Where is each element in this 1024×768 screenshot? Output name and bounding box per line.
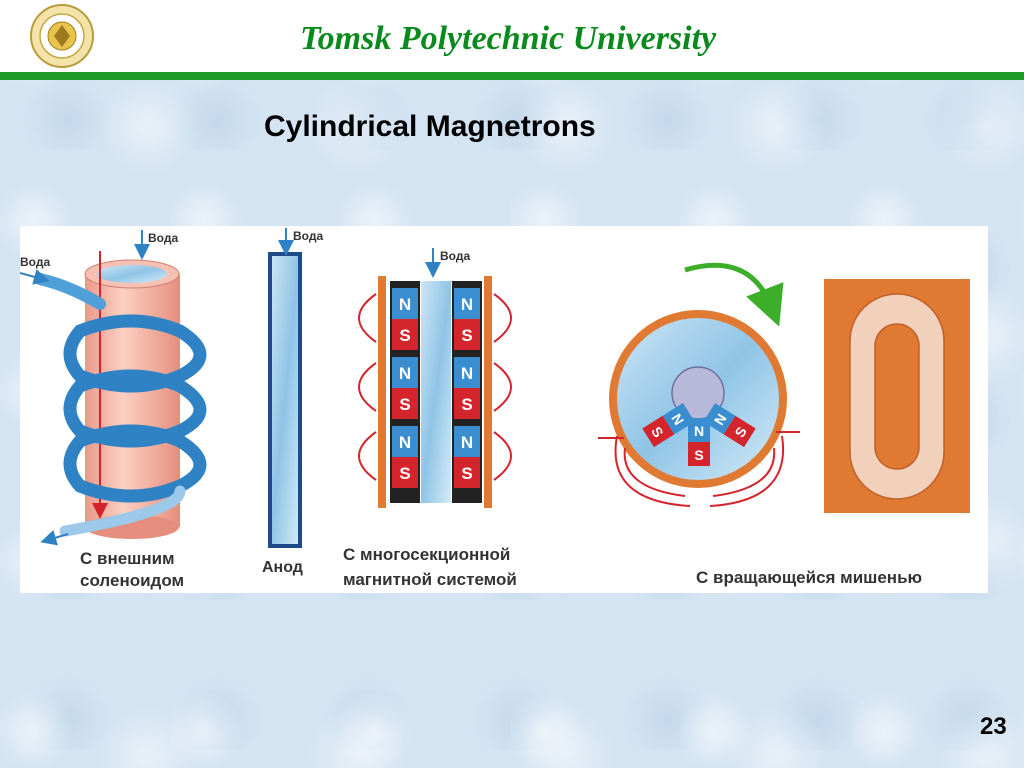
pole-n: N <box>399 364 411 383</box>
magnetron-figure: Вода Вода С внешним соленоидом Вода Анод <box>20 226 988 593</box>
magnetron-diagrams: Вода Вода С внешним соленоидом Вода Анод <box>20 228 970 590</box>
caption-multisection-line2: магнитной системой <box>343 570 517 589</box>
header-bar: Tomsk Polytechnic University <box>0 0 1024 72</box>
pole-n: N <box>461 364 473 383</box>
solenoid-panel: Вода Вода С внешним соленоидом <box>20 230 207 590</box>
target-wall-right <box>484 276 492 508</box>
field-lines-multisection <box>358 293 512 481</box>
pole-s: S <box>461 464 472 483</box>
field-lines-rotating <box>598 431 800 507</box>
university-seal-logo <box>30 4 94 68</box>
caption-multisection-line1: С многосекционной <box>343 545 510 564</box>
pole-s: S <box>399 395 410 414</box>
pole-n: N <box>461 433 473 452</box>
water-channel <box>421 281 451 503</box>
solenoid-coil-2 <box>63 369 207 448</box>
magnet-column-right: N S N S N S <box>454 288 480 488</box>
caption-solenoid-line2: соленоидом <box>80 571 184 590</box>
anode-label: Анод <box>262 559 303 576</box>
pole-n: N <box>399 433 411 452</box>
caption-solenoid-line1: С внешним <box>80 549 175 568</box>
target-face-panel <box>824 279 970 513</box>
pole-s: S <box>461 395 472 414</box>
radial-magnets: N S N S N S <box>642 403 756 466</box>
solenoid-coil-1 <box>63 314 207 393</box>
pole-n: N <box>399 295 411 314</box>
water-label-top: Вода <box>148 231 178 245</box>
magnet-column-left: N S N S N S <box>392 288 418 488</box>
target-wall-left <box>378 276 386 508</box>
water-label-anode: Вода <box>293 229 323 243</box>
multisection-panel: N S N S N S N S N S N S <box>343 248 517 589</box>
pole-n: N <box>461 295 473 314</box>
university-title: Tomsk Polytechnic University <box>300 20 717 57</box>
cooling-water-top <box>97 265 167 283</box>
pole-n: N <box>694 423 704 439</box>
pole-s: S <box>399 464 410 483</box>
water-label-inlet: Вода <box>20 255 50 269</box>
page-number: 23 <box>980 713 1007 740</box>
rotation-arrow <box>684 262 784 327</box>
pole-s: S <box>399 326 410 345</box>
water-outlet-tube <box>59 485 186 537</box>
slide-subtitle: Cylindrical Magnetrons <box>264 110 596 143</box>
water-label-multisection: Вода <box>440 249 470 263</box>
caption-rotating: С вращающейся мишенью <box>696 568 922 587</box>
rotating-target-panel: N S N S N S <box>598 262 922 587</box>
pole-s: S <box>694 447 703 463</box>
header-divider <box>0 72 1024 80</box>
pole-s: S <box>461 326 472 345</box>
anode-panel: Вода Анод <box>262 228 323 576</box>
anode-rod <box>268 252 302 548</box>
